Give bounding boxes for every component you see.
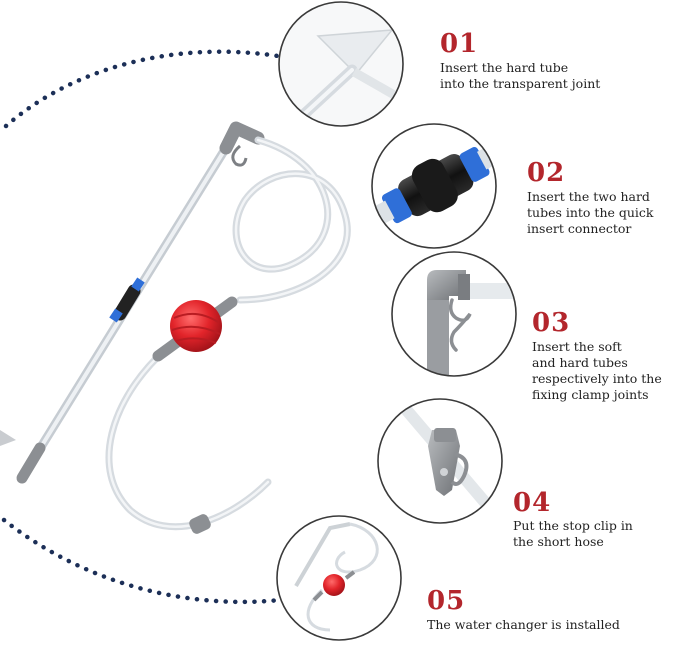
step-3-image bbox=[391, 251, 517, 377]
siphon-product-illustration bbox=[16, 121, 351, 534]
step-5-image bbox=[276, 515, 402, 641]
step-1-text: Insert the hard tube into the transparen… bbox=[440, 60, 601, 91]
step-3-number: 03 bbox=[532, 308, 571, 338]
step-4-number: 04 bbox=[513, 488, 552, 518]
dotted-arc-top bbox=[3, 49, 281, 129]
step-5-number: 05 bbox=[427, 586, 466, 616]
elbow-clamp-icon bbox=[427, 270, 516, 376]
step-5-text: The water changer is installed bbox=[427, 617, 620, 632]
step-2-image bbox=[371, 123, 497, 249]
step-1-image bbox=[278, 1, 404, 127]
step-4-text: Put the stop clip in the short hose bbox=[513, 518, 633, 549]
step-3-text: Insert the soft and hard tubes respectiv… bbox=[532, 339, 662, 402]
step-2-text: Insert the two hard tubes into the quick… bbox=[527, 189, 654, 236]
funnel-joint-icon bbox=[294, 29, 399, 124]
step-4-image bbox=[377, 398, 503, 524]
step-2-number: 02 bbox=[527, 158, 566, 188]
step-1-number: 01 bbox=[440, 29, 479, 59]
left-edge-arrow-icon bbox=[0, 430, 16, 446]
assembled-siphon-icon bbox=[294, 522, 379, 632]
dotted-arc-bottom bbox=[1, 517, 283, 605]
stop-clip-icon bbox=[393, 399, 502, 523]
